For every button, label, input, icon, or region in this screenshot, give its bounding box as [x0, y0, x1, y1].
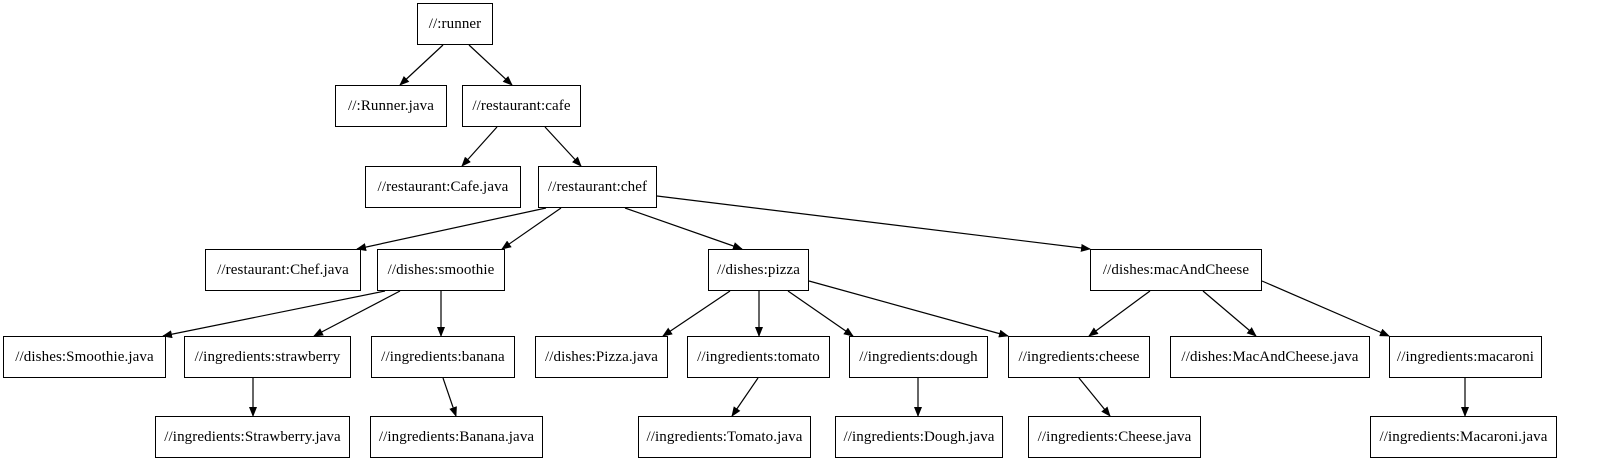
- edge-dishes_mac-to-mac_java: [1202, 290, 1257, 337]
- graph-node-label: //ingredients:strawberry: [194, 348, 341, 365]
- graph-node-label: //ingredients:banana: [381, 348, 505, 365]
- edge-restaurant_chef-to-dishes_pizza: [624, 207, 743, 250]
- graph-node-label: //:runner: [428, 15, 482, 32]
- graph-node-label: //restaurant:Cafe.java: [377, 178, 509, 195]
- edge-restaurant_chef-to-dishes_smoothie: [501, 207, 562, 250]
- graph-node-label: //ingredients:Macaroni.java: [1379, 428, 1548, 445]
- graph-node-chef_java[interactable]: //restaurant:Chef.java: [205, 249, 361, 291]
- edge-restaurant_chef-to-chef_java: [356, 207, 547, 252]
- graph-node-runner[interactable]: //:runner: [417, 3, 493, 45]
- graph-node-ing_tomato[interactable]: //ingredients:tomato: [687, 336, 830, 378]
- graph-node-label: //restaurant:cafe: [472, 97, 571, 114]
- graph-node-macaroni_java[interactable]: //ingredients:Macaroni.java: [1370, 416, 1557, 458]
- edge-restaurant_cafe-to-cafe_java: [461, 126, 498, 167]
- graph-node-label: //ingredients:macaroni: [1396, 348, 1535, 365]
- graph-node-label: //ingredients:Tomato.java: [646, 428, 803, 445]
- graph-node-banana_java[interactable]: //ingredients:Banana.java: [370, 416, 543, 458]
- edge-dishes_mac-to-ing_macaroni: [1261, 280, 1390, 337]
- graph-node-cafe_java[interactable]: //restaurant:Cafe.java: [365, 166, 521, 208]
- graph-node-label: //dishes:macAndCheese: [1102, 261, 1250, 278]
- graph-node-label: //ingredients:Strawberry.java: [164, 428, 341, 445]
- graph-node-cheese_java[interactable]: //ingredients:Cheese.java: [1028, 416, 1201, 458]
- graph-node-label: //restaurant:Chef.java: [217, 261, 349, 278]
- graph-node-label: //dishes:Pizza.java: [544, 348, 659, 365]
- edge-dishes_smoothie-to-smoothie_java: [162, 290, 386, 339]
- edge-runner-to-runner_java: [399, 44, 444, 86]
- edge-dishes_pizza-to-pizza_java: [662, 290, 731, 337]
- edge-dishes_pizza-to-ing_cheese: [808, 280, 1009, 338]
- graph-node-restaurant_chef[interactable]: //restaurant:chef: [538, 166, 657, 208]
- graph-node-label: //dishes:pizza: [716, 261, 801, 278]
- edge-ing_tomato-to-tomato_java: [731, 377, 759, 417]
- edge-dishes_pizza-to-ing_dough: [787, 290, 854, 337]
- graph-node-runner_java[interactable]: //:Runner.java: [335, 85, 447, 127]
- graph-node-dishes_smoothie[interactable]: //dishes:smoothie: [377, 249, 505, 291]
- graph-node-dishes_mac[interactable]: //dishes:macAndCheese: [1090, 249, 1262, 291]
- graph-node-label: //dishes:MacAndCheese.java: [1181, 348, 1359, 365]
- graph-node-ing_macaroni[interactable]: //ingredients:macaroni: [1389, 336, 1542, 378]
- graph-node-dishes_pizza[interactable]: //dishes:pizza: [708, 249, 809, 291]
- graph-node-mac_java[interactable]: //dishes:MacAndCheese.java: [1170, 336, 1370, 378]
- graph-node-ing_dough[interactable]: //ingredients:dough: [849, 336, 988, 378]
- graph-node-ing_strawberry[interactable]: //ingredients:strawberry: [184, 336, 351, 378]
- graph-node-strawberry_java[interactable]: //ingredients:Strawberry.java: [155, 416, 350, 458]
- graph-node-label: //dishes:Smoothie.java: [15, 348, 154, 365]
- edge-dishes_smoothie-to-ing_strawberry: [313, 290, 401, 337]
- graph-node-ing_cheese[interactable]: //ingredients:cheese: [1008, 336, 1150, 378]
- graph-node-label: //:Runner.java: [348, 97, 434, 114]
- graph-node-label: //ingredients:Dough.java: [843, 428, 995, 445]
- edge-restaurant_cafe-to-restaurant_chef: [544, 126, 582, 167]
- edge-ing_cheese-to-cheese_java: [1078, 377, 1111, 417]
- graph-node-label: //ingredients:cheese: [1018, 348, 1140, 365]
- graph-node-label: //restaurant:chef: [547, 178, 648, 195]
- edge-dishes_mac-to-ing_cheese: [1088, 290, 1151, 337]
- graph-node-dough_java[interactable]: //ingredients:Dough.java: [835, 416, 1003, 458]
- graph-node-ing_banana[interactable]: //ingredients:banana: [371, 336, 515, 378]
- graph-node-label: //ingredients:tomato: [697, 348, 820, 365]
- edge-restaurant_chef-to-dishes_mac: [656, 195, 1091, 252]
- graph-node-label: //ingredients:dough: [859, 348, 978, 365]
- graph-node-restaurant_cafe[interactable]: //restaurant:cafe: [462, 85, 581, 127]
- graph-node-label: //ingredients:Cheese.java: [1037, 428, 1192, 445]
- graph-node-label: //ingredients:Banana.java: [378, 428, 535, 445]
- graph-node-pizza_java[interactable]: //dishes:Pizza.java: [535, 336, 668, 378]
- graph-node-smoothie_java[interactable]: //dishes:Smoothie.java: [3, 336, 166, 378]
- edge-ing_banana-to-banana_java: [442, 377, 457, 417]
- edge-runner-to-restaurant_cafe: [468, 44, 513, 86]
- graph-node-label: //dishes:smoothie: [387, 261, 495, 278]
- graph-node-tomato_java[interactable]: //ingredients:Tomato.java: [638, 416, 811, 458]
